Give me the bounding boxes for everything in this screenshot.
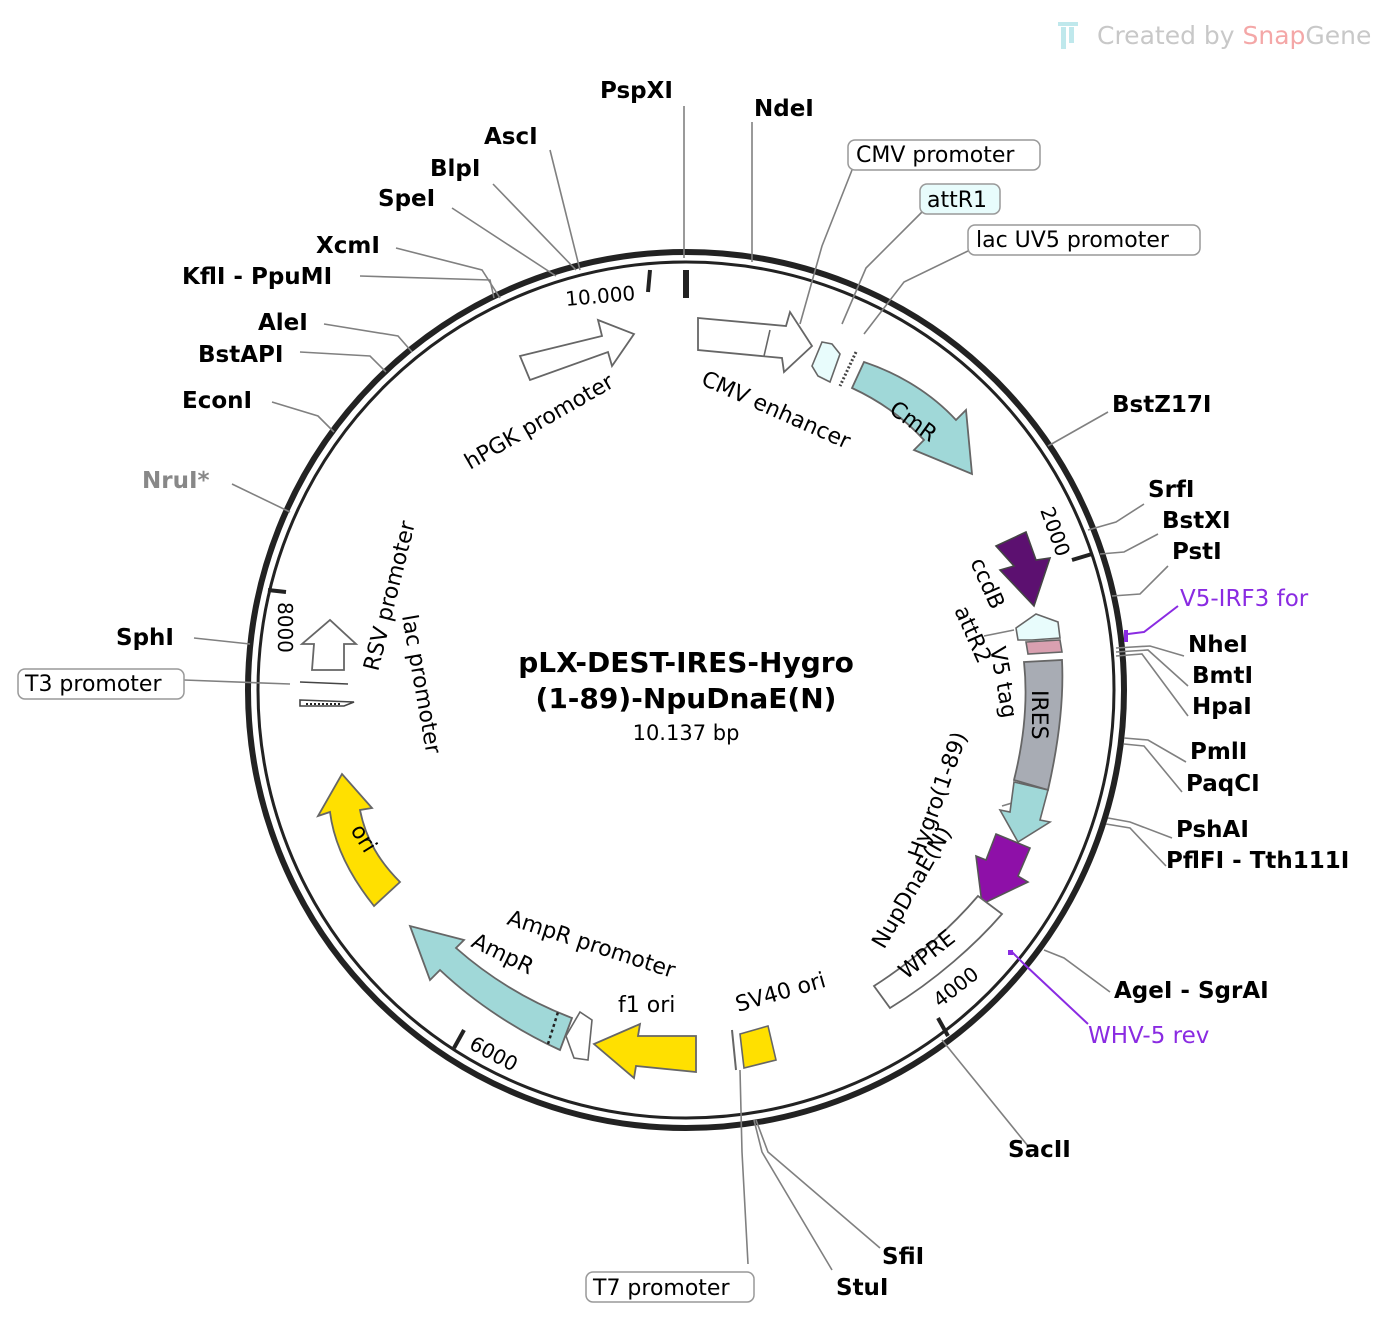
site-econi[interactable]: EconI [182, 388, 252, 414]
backbone-inner-ring [256, 260, 1116, 1120]
cmv-promoter-label: CMV promoter [856, 143, 1015, 168]
primer-whv5-rev[interactable]: WHV-5 rev [1088, 1023, 1209, 1049]
site-bstz17i[interactable]: BstZ17I [1112, 392, 1211, 418]
ampr-promoter-label: AmpR promoter [504, 906, 679, 984]
site-srfi[interactable]: SrfI [1148, 477, 1194, 503]
lacuv5-promoter-mark [838, 351, 858, 387]
v5-tag-block [1025, 639, 1063, 655]
scale-ticks [267, 269, 1093, 1049]
f1-ori-arrow [592, 1022, 697, 1080]
rsv-promoter-arrow [299, 618, 359, 671]
site-pmli[interactable]: PmlI [1190, 739, 1247, 765]
site-blpi[interactable]: BlpI [430, 156, 480, 182]
boxed-attr1[interactable]: attR1 [919, 183, 1001, 215]
v5-tag-label: V5 tag [984, 645, 1021, 720]
site-pflfi-tth111i[interactable]: PflFI - Tth111I [1166, 848, 1349, 874]
ccdb-arrow [994, 530, 1052, 608]
boxed-lacuv5-promoter[interactable]: lac UV5 promoter [967, 224, 1201, 256]
site-kfli-ppumi[interactable]: KflI - PpuMI [182, 264, 332, 290]
f1-ori-label: f1 ori [618, 993, 675, 1018]
site-spei[interactable]: SpeI [378, 186, 435, 212]
plasmid-size: 10.137 bp [633, 721, 740, 745]
v5-irf3-for-leader [1127, 605, 1179, 635]
site-bstxi[interactable]: BstXI [1162, 508, 1231, 534]
plasmid-name-line1: pLX-DEST-IRES-Hygro [518, 646, 854, 679]
attr1-arrow [811, 341, 841, 384]
sv40-ori-box [739, 1025, 777, 1069]
site-ndei[interactable]: NdeI [754, 96, 814, 122]
backbone-outer-ring [245, 249, 1127, 1131]
site-pspxi[interactable]: PspXI [600, 78, 673, 104]
whv5-rev-mark [1008, 950, 1013, 955]
plasmid-name-line2: (1-89)-NpuDnaE(N) [536, 682, 837, 715]
v5-irf3-for-mark [1124, 630, 1128, 642]
site-leaders [183, 106, 1189, 1271]
site-nhei[interactable]: NheI [1188, 632, 1248, 658]
site-sfii[interactable]: SfiI [882, 1244, 924, 1270]
site-sacii[interactable]: SacII [1008, 1137, 1071, 1163]
lacuv5-label: lac UV5 promoter [976, 228, 1170, 253]
ampr-arrow [408, 924, 574, 1052]
snapgene-logo-icon [1058, 22, 1078, 49]
cmv-enhancer-arrow [697, 309, 814, 374]
t7-label: T7 promoter [592, 1276, 730, 1301]
cmv-promoter-divider [763, 329, 771, 357]
primer-v5-irf3-for[interactable]: V5-IRF3 for [1180, 586, 1309, 612]
site-hpai[interactable]: HpaI [1192, 694, 1252, 720]
site-agei-sgrai[interactable]: AgeI - SgrAI [1114, 978, 1269, 1004]
site-paqci[interactable]: PaqCI [1186, 771, 1260, 797]
npudnae-arrow [975, 832, 1032, 906]
site-pshai[interactable]: PshAI [1176, 817, 1249, 843]
attr1-label: attR1 [927, 188, 987, 213]
wpre-box [872, 894, 1004, 1010]
t3-label: T3 promoter [24, 672, 162, 697]
sv40-promoter-mark [731, 1029, 737, 1071]
site-bstapi[interactable]: BstAPI [198, 342, 283, 368]
tick-label-10000: 10.000 [564, 281, 636, 311]
tick-label-8000: 8000 [273, 602, 297, 653]
whv5-rev-leader [1011, 951, 1089, 1025]
hpgk-label: hPGK promoter [461, 369, 620, 475]
site-stui[interactable]: StuI [836, 1275, 889, 1301]
tick-label-2000: 2000 [1035, 504, 1075, 560]
t3-promoter-mark [299, 681, 349, 685]
site-sphi[interactable]: SphI [116, 625, 174, 651]
site-alei[interactable]: AleI [258, 310, 308, 336]
site-xcmi[interactable]: XcmI [316, 233, 380, 259]
site-psti[interactable]: PstI [1172, 539, 1222, 565]
site-nrui[interactable]: NruI* [142, 468, 210, 494]
lac-label: lac promoter [396, 613, 445, 757]
boxed-t3-promoter[interactable]: T3 promoter [17, 668, 185, 700]
site-bmti[interactable]: BmtI [1192, 663, 1253, 689]
boxed-cmv-promoter[interactable]: CMV promoter [847, 139, 1041, 171]
hygro-arrow [998, 781, 1053, 844]
watermark-text: Created by SnapGene [1097, 21, 1371, 50]
boxed-t7-promoter[interactable]: T7 promoter [585, 1271, 755, 1303]
ampr-promoter-arrow [565, 1010, 593, 1061]
tick-label-6000: 6000 [466, 1031, 522, 1076]
cmr-arrow [850, 360, 974, 476]
site-asci[interactable]: AscI [484, 124, 538, 150]
ori-arrow [316, 772, 402, 908]
sv40-label: SV40 ori [733, 968, 829, 1018]
attr2-arrow [1015, 613, 1061, 641]
hpgk-promoter-arrow [518, 318, 636, 382]
ires-label: IRES [1026, 690, 1051, 740]
